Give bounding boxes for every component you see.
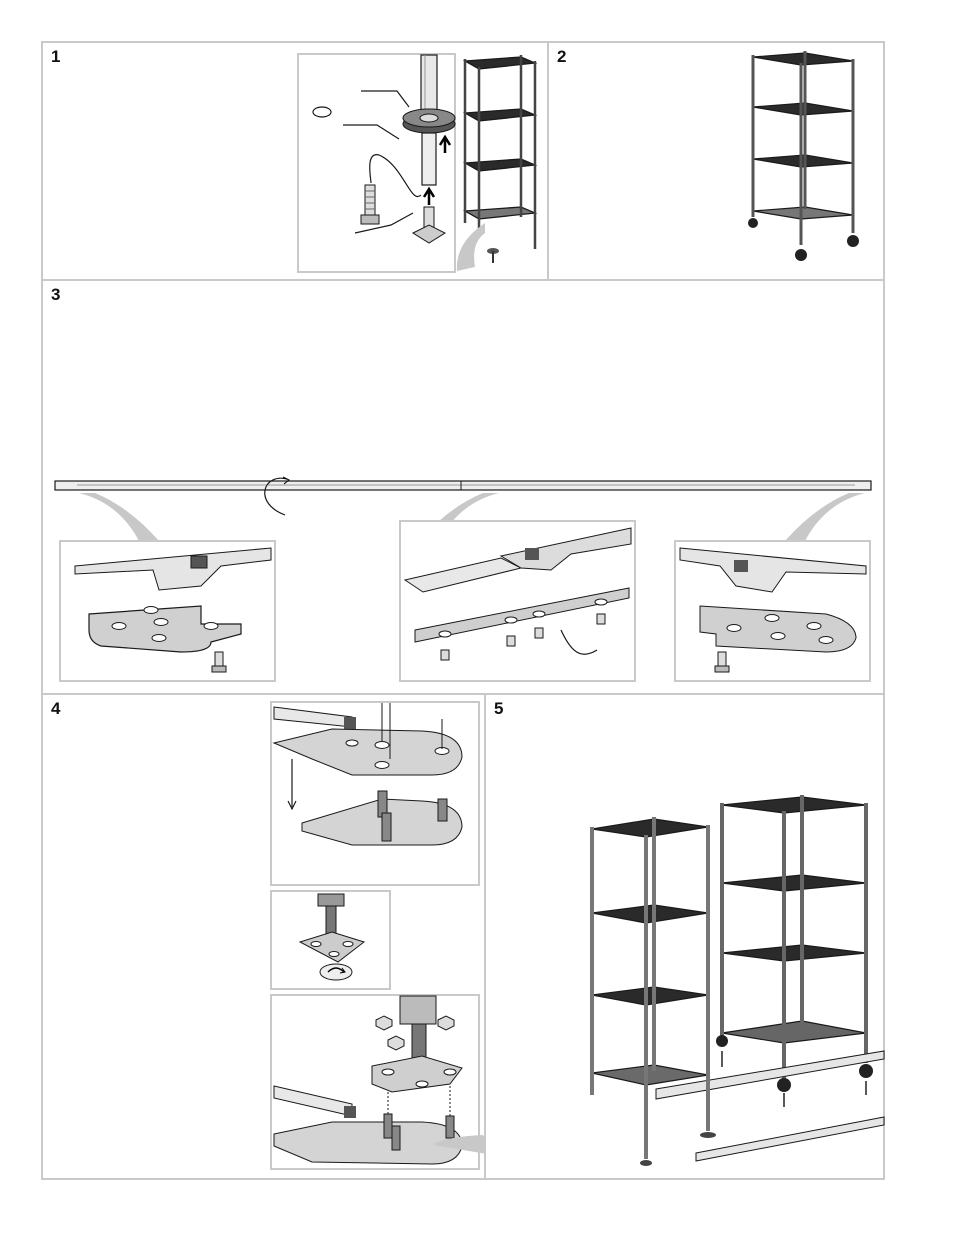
splice-plate-inset [399, 520, 636, 682]
arrow-up-icon [440, 137, 450, 153]
step-2-panel: 2 [547, 41, 885, 281]
step-5-panel: 5 [484, 693, 885, 1180]
shelf-unit-casters-illustration [747, 49, 877, 279]
split-ring [313, 107, 331, 117]
leveler-detail-illustration [299, 55, 458, 275]
step-number: 3 [51, 285, 60, 305]
caster-icon [748, 218, 859, 261]
end-plate-left-inset [59, 540, 276, 682]
leveler-rotate-inset [270, 890, 391, 990]
step-number: 2 [557, 47, 566, 67]
rotate-icon [320, 964, 352, 980]
end-plate-right-inset [674, 540, 871, 682]
stacked-plates-inset [270, 701, 480, 886]
post [421, 55, 437, 115]
step-number: 5 [494, 699, 503, 719]
leveler-detail-inset [297, 53, 456, 273]
step-1-panel: 1 [41, 41, 549, 281]
step-number: 1 [51, 47, 60, 67]
bolt-icon [361, 185, 379, 224]
step-4-panel: 4 [41, 693, 486, 1180]
bolt-icon [212, 652, 226, 672]
track-mounted-shelving-illustration [586, 789, 884, 1179]
step-number: 4 [51, 699, 60, 719]
step-3-panel: 3 [41, 279, 885, 695]
